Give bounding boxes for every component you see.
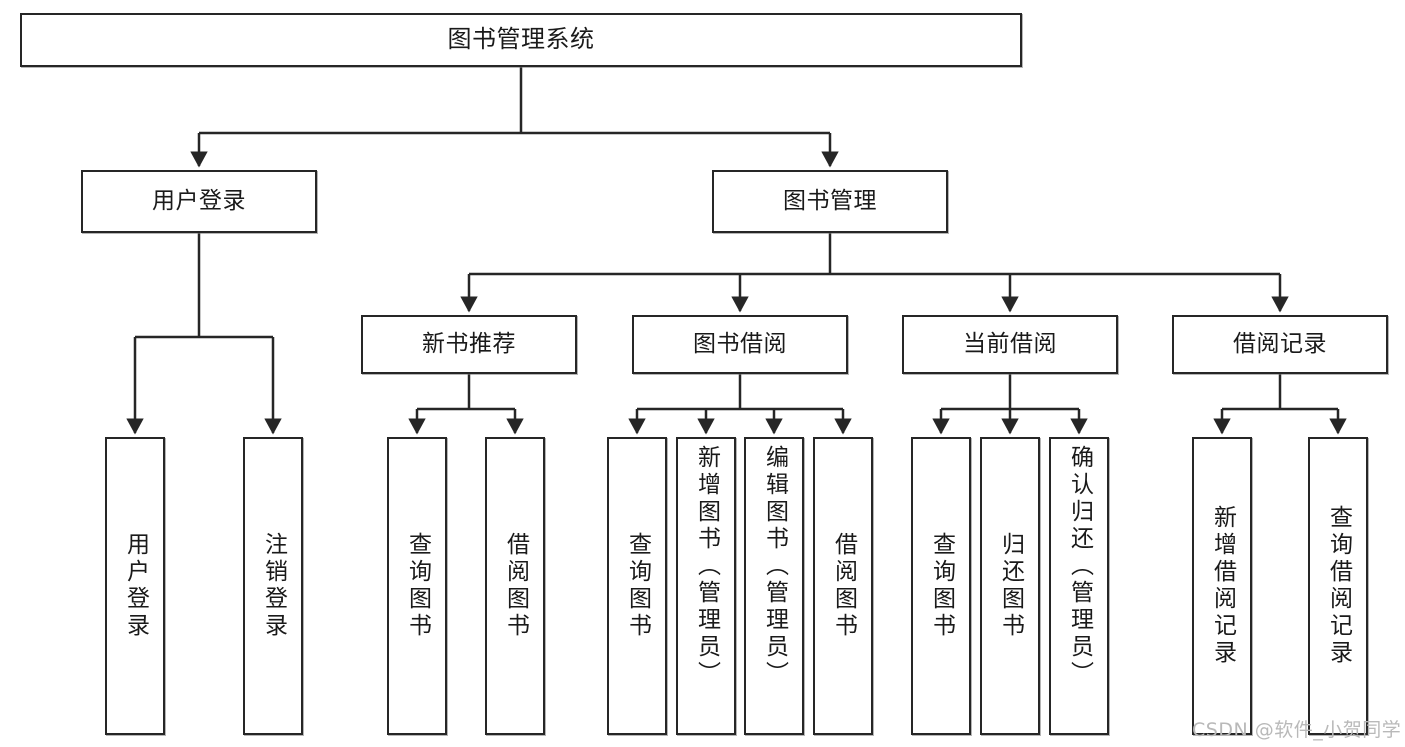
node-leaf-edit-book[interactable]: 编辑图书（管理员）	[744, 437, 804, 735]
node-book-manage-label: 图书管理	[783, 188, 877, 215]
node-leaf-edit-book-label: 编辑图书（管理员）	[761, 445, 788, 688]
node-leaf-borrow-book-2-label: 借阅图书	[830, 532, 857, 640]
node-leaf-borrow-book-1-label: 借阅图书	[502, 532, 529, 640]
node-leaf-query-book-2[interactable]: 查询图书	[607, 437, 667, 735]
node-leaf-borrow-book-1[interactable]: 借阅图书	[485, 437, 545, 735]
node-leaf-query-record[interactable]: 查询借阅记录	[1308, 437, 1368, 735]
node-leaf-query-book-3[interactable]: 查询图书	[911, 437, 971, 735]
node-user-login-label: 用户登录	[152, 188, 246, 215]
node-root-label: 图书管理系统	[447, 25, 595, 54]
node-leaf-add-record[interactable]: 新增借阅记录	[1192, 437, 1252, 735]
node-leaf-query-book-3-label: 查询图书	[928, 532, 955, 640]
node-current-borrow[interactable]: 当前借阅	[902, 315, 1118, 374]
node-user-login[interactable]: 用户登录	[81, 170, 317, 233]
node-borrow-record[interactable]: 借阅记录	[1172, 315, 1388, 374]
node-leaf-add-record-label: 新增借阅记录	[1209, 505, 1236, 667]
node-leaf-confirm-return-label: 确认归还（管理员）	[1066, 445, 1093, 688]
node-leaf-add-book-label: 新增图书（管理员）	[693, 445, 720, 688]
node-leaf-user-login[interactable]: 用户登录	[105, 437, 165, 735]
node-new-book-rec-label: 新书推荐	[422, 331, 516, 358]
node-root[interactable]: 图书管理系统	[20, 13, 1022, 67]
node-leaf-user-login-label: 用户登录	[122, 532, 149, 640]
node-new-book-rec[interactable]: 新书推荐	[361, 315, 577, 374]
node-leaf-return-book[interactable]: 归还图书	[980, 437, 1040, 735]
node-leaf-add-book[interactable]: 新增图书（管理员）	[676, 437, 736, 735]
node-leaf-confirm-return[interactable]: 确认归还（管理员）	[1049, 437, 1109, 735]
node-leaf-borrow-book-2[interactable]: 借阅图书	[813, 437, 873, 735]
node-leaf-query-book-1-label: 查询图书	[404, 532, 431, 640]
node-book-manage[interactable]: 图书管理	[712, 170, 948, 233]
node-current-borrow-label: 当前借阅	[963, 331, 1057, 358]
node-book-borrow-label: 图书借阅	[693, 331, 787, 358]
node-leaf-query-record-label: 查询借阅记录	[1325, 505, 1352, 667]
node-leaf-return-book-label: 归还图书	[997, 532, 1024, 640]
node-leaf-logout-label: 注销登录	[260, 532, 287, 640]
csdn-watermark: CSDN @软件_小贺同学	[1192, 719, 1402, 741]
node-leaf-query-book-1[interactable]: 查询图书	[387, 437, 447, 735]
node-leaf-logout[interactable]: 注销登录	[243, 437, 303, 735]
node-book-borrow[interactable]: 图书借阅	[632, 315, 848, 374]
node-borrow-record-label: 借阅记录	[1233, 331, 1327, 358]
node-leaf-query-book-2-label: 查询图书	[624, 532, 651, 640]
